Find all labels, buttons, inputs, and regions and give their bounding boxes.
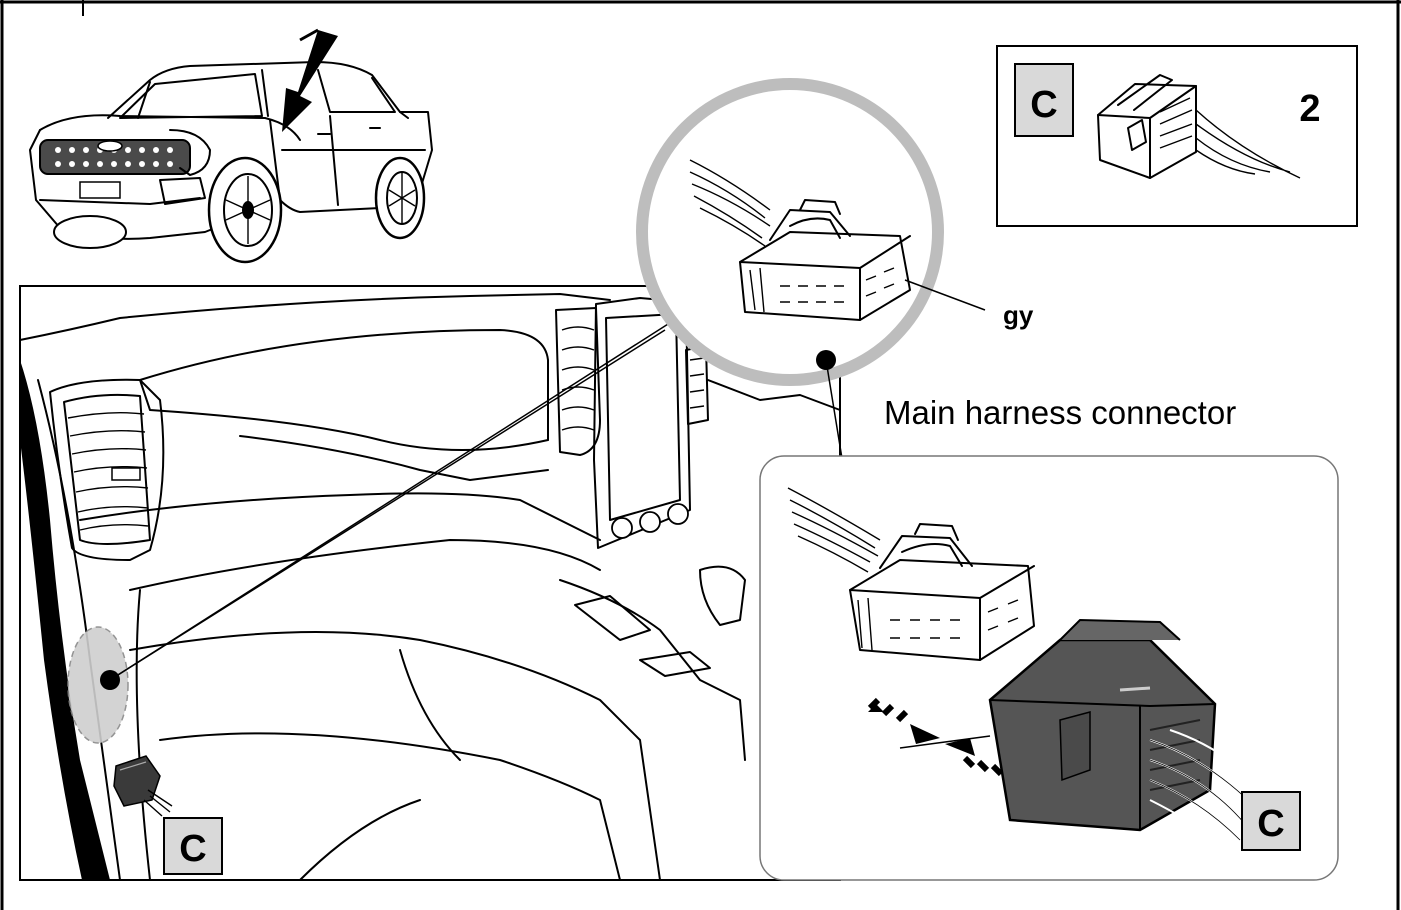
rear-wheel <box>374 156 426 240</box>
connector-reference-box: C 2 <box>996 45 1358 227</box>
callout-label-box <box>163 817 223 875</box>
harness-connector-light <box>787 487 1035 661</box>
step-number: 2 <box>1299 88 1320 130</box>
front-wheel <box>207 156 283 264</box>
insert-direction-arrows-icon <box>867 697 1004 777</box>
callout-label-c-detail: C <box>1257 803 1284 845</box>
connector-location-zone <box>67 626 129 744</box>
push-arrow-icon <box>282 28 338 132</box>
infotainment-screen <box>593 297 691 549</box>
connector-name-label: Main harness connector <box>884 394 1236 431</box>
left-air-vent <box>49 378 165 561</box>
callout-label-c-top: C <box>1030 84 1057 126</box>
connector-plug-detail <box>689 159 911 321</box>
callout-label-c-interior: C <box>179 828 206 870</box>
connection-detail-box: C <box>759 455 1339 881</box>
interior-view: C <box>19 285 841 881</box>
callout-label-box <box>1014 63 1074 137</box>
vehicle-body <box>29 61 433 264</box>
small-connector-drawing <box>1097 74 1301 179</box>
vehicle-illustration <box>29 28 433 264</box>
magnifier-leader-lines <box>109 309 691 681</box>
wire-color-label: gy <box>1003 300 1034 330</box>
installed-connector <box>113 755 173 817</box>
callout-label-box <box>1241 791 1301 851</box>
harness-connector-dark <box>988 618 1273 849</box>
